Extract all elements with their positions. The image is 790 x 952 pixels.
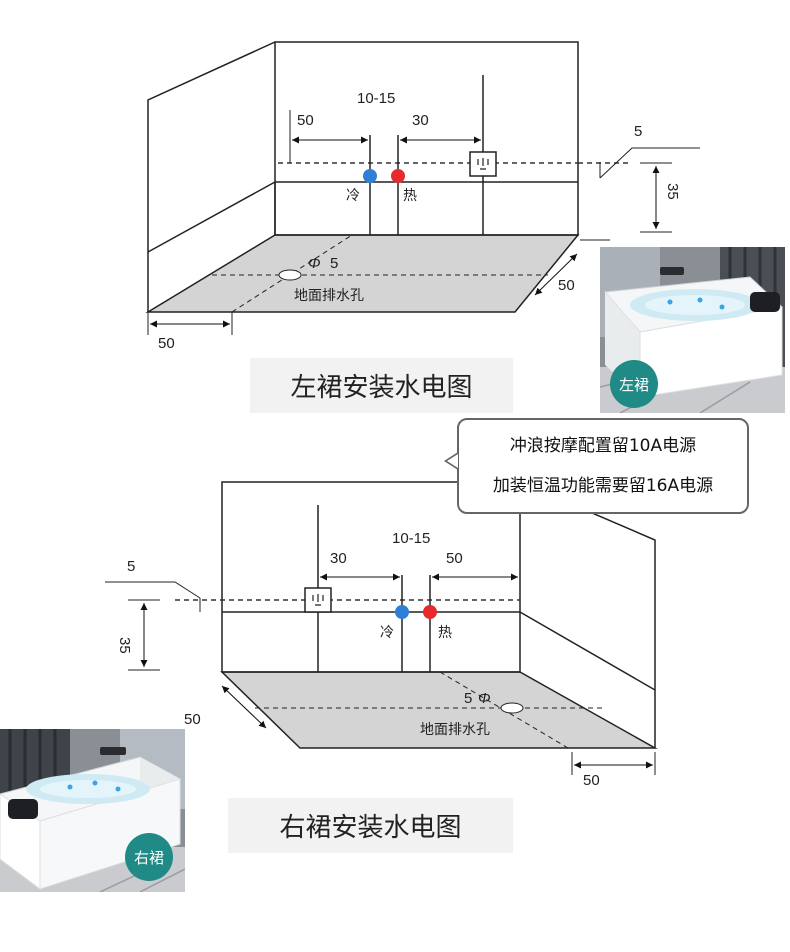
bottom-hot-label: 热	[438, 625, 452, 641]
bottom-hot-valve	[423, 605, 437, 619]
bottom-dim-height: 35	[116, 637, 133, 654]
top-diagram: 冷 热 50 10-15 30 5 35 50 50 Φ 5 地面排水孔	[145, 41, 700, 352]
note-line-2: 加装恒温功能需要留16A电源	[492, 476, 714, 496]
note-line-1: 冲浪按摩配置留10A电源	[509, 436, 697, 456]
bottom-cold-label: 冷	[380, 625, 394, 641]
left-skirt-badge: 左裙	[610, 360, 658, 408]
top-dim-left: 50	[297, 112, 314, 129]
left-skirt-photo: 左裙	[600, 247, 785, 413]
top-dim-bottom: 50	[158, 335, 175, 352]
top-drain-label: 地面排水孔	[294, 288, 364, 304]
top-phi-symbol: Φ	[308, 255, 321, 272]
power-note: 冲浪按摩配置留10A电源 加装恒温功能需要留16A电源	[457, 418, 749, 514]
bottom-dim-bottom: 50	[583, 772, 600, 789]
bottom-phi-symbol: Φ	[478, 690, 491, 707]
bottom-diagram: 冷 热 30 10-15 50 5 35 50 50 5 Φ 地面排水孔	[105, 481, 658, 789]
top-left-wall	[147, 41, 276, 312]
bottom-dim-gap: 10-15	[392, 530, 430, 547]
top-hot-label: 热	[403, 188, 417, 204]
right-skirt-photo: 右裙	[0, 729, 185, 892]
right-skirt-badge: 右裙	[125, 833, 173, 881]
top-dim-right: 30	[412, 112, 429, 129]
bottom-dim-right: 50	[446, 550, 463, 567]
bottom-drain-hole	[500, 702, 524, 714]
top-dim-gap: 10-15	[357, 90, 395, 107]
bottom-cold-valve	[395, 605, 409, 619]
bottom-dim-drain: 5	[464, 690, 472, 707]
top-cold-valve	[363, 169, 377, 183]
top-drain-hole	[278, 269, 302, 281]
top-cold-label: 冷	[346, 188, 360, 204]
top-dim-height: 35	[664, 183, 681, 200]
top-back-wall	[274, 41, 579, 236]
bottom-drain-label: 地面排水孔	[420, 722, 490, 738]
bottom-dim-left: 30	[330, 550, 347, 567]
bottom-dim-small: 5	[127, 558, 135, 575]
top-title: 左裙安装水电图	[250, 358, 513, 413]
bottom-dim-side: 50	[184, 711, 201, 728]
bottom-title: 右裙安装水电图	[228, 798, 513, 853]
top-hot-valve	[391, 169, 405, 183]
top-dim-drain: 5	[330, 255, 338, 272]
top-dim-small: 5	[634, 123, 642, 140]
top-dim-side: 50	[558, 277, 575, 294]
